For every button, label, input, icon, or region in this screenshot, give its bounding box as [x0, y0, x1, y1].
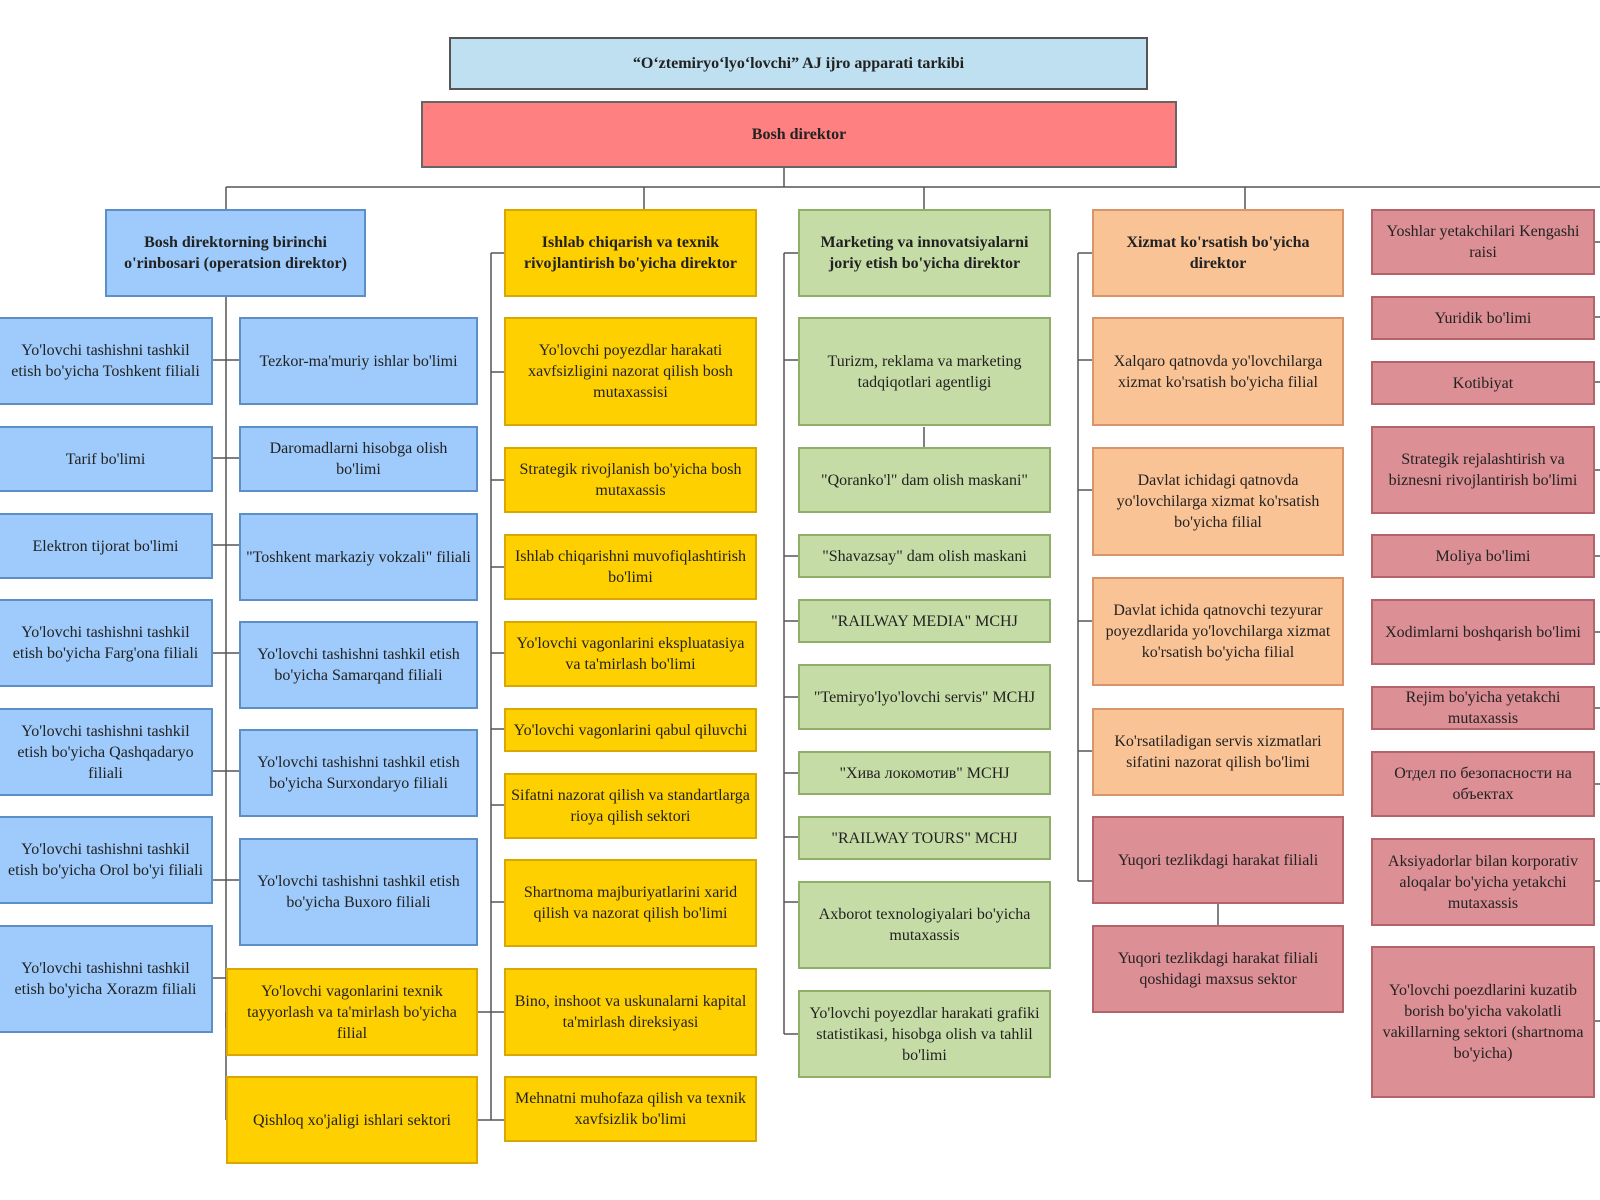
ceo-box: Bosh direktor	[421, 101, 1177, 168]
other-item-10: Yo'lovchi poezdlarini kuzatib borish bo'…	[1371, 946, 1595, 1098]
other-item-7: Rejim bo'yicha yetakchi mutaxassis	[1371, 686, 1595, 730]
mkt-item-5: "Temiryo'lyo'lovchi servis" MCHJ	[798, 664, 1051, 730]
svc-item-1: Xalqaro qatnovda yo'lovchilarga xizmat k…	[1092, 317, 1344, 426]
ops-left-5: Yo'lovchi tashishni tashkil etish bo'yic…	[0, 708, 213, 796]
ops-left-1: Yo'lovchi tashishni tashkil etish bo'yic…	[0, 317, 213, 405]
svc-item-4: Ko'rsatiladigan servis xizmatlari sifati…	[1092, 708, 1344, 796]
marketing-director: Marketing va innovatsiyalarni joriy etis…	[798, 209, 1051, 297]
other-item-8: Отдел по безопасности на объектах	[1371, 751, 1595, 817]
production-director: Ishlab chiqarish va texnik rivojlantiris…	[504, 209, 757, 297]
ops-extra-1: Yo'lovchi vagonlarini texnik tayyorlash …	[226, 968, 478, 1056]
mkt-item-1: Turizm, reklama va marketing tadqiqotlar…	[798, 317, 1051, 426]
svc-item-2: Davlat ichidagi qatnovda yo'lovchilarga …	[1092, 447, 1344, 556]
ops-right-6: Yo'lovchi tashishni tashkil etish bo'yic…	[239, 838, 478, 946]
operations-director: Bosh direktorning birinchi o'rinbosari (…	[105, 209, 366, 297]
mkt-item-2: "Qoranko'l" dam olish maskani"	[798, 447, 1051, 513]
ops-left-2: Tarif bo'limi	[0, 426, 213, 492]
mkt-item-7: "RAILWAY TOURS" MCHJ	[798, 816, 1051, 860]
other-item-1: Yoshlar yetakchilari Kengashi raisi	[1371, 209, 1595, 275]
ops-left-6: Yo'lovchi tashishni tashkil etish bo'yic…	[0, 816, 213, 904]
ops-right-2: Daromadlarni hisobga olish bo'limi	[239, 426, 478, 492]
ops-extra-2: Qishloq xo'jaligi ishlari sektori	[226, 1076, 478, 1164]
prod-item-8: Bino, inshoot va uskunalarni kapital ta'…	[504, 968, 757, 1056]
prod-item-2: Strategik rivojlanish bo'yicha bosh muta…	[504, 447, 757, 513]
svc-item-6: Yuqori tezlikdagi harakat filiali qoshid…	[1092, 925, 1344, 1013]
other-item-3: Kotibiyat	[1371, 361, 1595, 405]
svc-item-3: Davlat ichida qatnovchi tezyurar poyezdl…	[1092, 577, 1344, 686]
ops-left-3: Elektron tijorat bo'limi	[0, 513, 213, 579]
mkt-item-4: "RAILWAY MEDIA" MCHJ	[798, 599, 1051, 643]
ops-right-5: Yo'lovchi tashishni tashkil etish bo'yic…	[239, 729, 478, 817]
prod-item-9: Mehnatni muhofaza qilish va texnik xavfs…	[504, 1076, 757, 1142]
ops-right-4: Yo'lovchi tashishni tashkil etish bo'yic…	[239, 621, 478, 709]
ops-right-1: Tezkor-ma'muriy ishlar bo'limi	[239, 317, 478, 405]
prod-item-6: Sifatni nazorat qilish va standartlarga …	[504, 773, 757, 839]
other-item-9: Aksiyadorlar bilan korporativ aloqalar b…	[1371, 838, 1595, 926]
service-director: Xizmat ko'rsatish bo'yicha direktor	[1092, 209, 1344, 297]
mkt-item-9: Yo'lovchi poyezdlar harakati grafiki sta…	[798, 990, 1051, 1078]
mkt-item-6: "Хива локомотив" MCHJ	[798, 751, 1051, 795]
other-item-4: Strategik rejalashtirish va biznesni riv…	[1371, 426, 1595, 514]
mkt-item-3: "Shavazsay" dam olish maskani	[798, 534, 1051, 578]
other-item-2: Yuridik bo'limi	[1371, 296, 1595, 340]
prod-item-1: Yo'lovchi poyezdlar harakati xavfsizligi…	[504, 317, 757, 426]
ops-left-4: Yo'lovchi tashishni tashkil etish bo'yic…	[0, 599, 213, 687]
other-item-5: Moliya bo'limi	[1371, 534, 1595, 578]
mkt-item-8: Axborot texnologiyalari bo'yicha mutaxas…	[798, 881, 1051, 969]
prod-item-3: Ishlab chiqarishni muvofiqlashtirish bo'…	[504, 534, 757, 600]
chart-title: “O‘ztemiryo‘lyo‘lovchi” AJ ijro apparati…	[449, 37, 1148, 90]
ops-right-3: "Toshkent markaziy vokzali" filiali	[239, 513, 478, 601]
other-item-6: Xodimlarni boshqarish bo'limi	[1371, 599, 1595, 665]
prod-item-5: Yo'lovchi vagonlarini qabul qiluvchi	[504, 708, 757, 752]
prod-item-4: Yo'lovchi vagonlarini ekspluatasiya va t…	[504, 621, 757, 687]
ops-left-7: Yo'lovchi tashishni tashkil etish bo'yic…	[0, 925, 213, 1033]
prod-item-7: Shartnoma majburiyatlarini xarid qilish …	[504, 859, 757, 947]
svc-item-5: Yuqori tezlikdagi harakat filiali	[1092, 816, 1344, 904]
